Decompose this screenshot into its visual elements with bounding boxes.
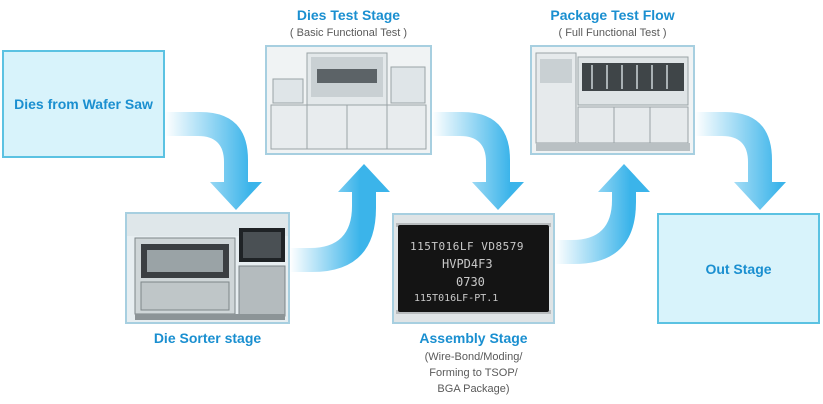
die-sorter-machine-icon	[127, 214, 288, 322]
node-assembly-sub-3: BGA Package)	[437, 383, 510, 395]
arrow-sorter-to-test	[290, 164, 390, 272]
node-assembly-sub-1: (Wire-Bond/Moding/	[424, 351, 523, 363]
node-label: Dies from Wafer Saw	[14, 96, 153, 112]
node-die-sorter-label: Die Sorter stage	[153, 330, 262, 346]
package-test-machine-icon	[532, 47, 693, 153]
node-assembly-label: Assembly Stage	[419, 330, 528, 346]
dies-test-photo	[265, 45, 432, 155]
node-label: Out Stage	[705, 260, 772, 277]
node-dies-from-wafer-saw: Dies from Wafer Saw	[2, 50, 165, 158]
node-package-test-label: Package Test Flow	[550, 7, 675, 23]
chip-marking-3: 0730	[456, 275, 485, 289]
node-dies-test-sub: ( Basic Functional Test )	[289, 27, 408, 39]
arrow-wafer-to-sorter	[165, 112, 262, 210]
arrow-package-to-out	[695, 112, 786, 210]
tsop-chip-icon	[394, 215, 553, 322]
node-package-test-sub: ( Full Functional Test )	[558, 27, 667, 39]
assembly-photo: 115T016LF VD8579 HVPD4F3 0730 115T016LF-…	[392, 213, 555, 324]
die-sorter-photo	[125, 212, 290, 324]
chip-marking-2: HVPD4F3	[442, 257, 493, 271]
test-equipment-icon	[267, 47, 430, 153]
node-out-stage: Out Stage	[657, 213, 820, 324]
chip-marking-1: 115T016LF VD8579	[410, 240, 524, 253]
package-test-photo	[530, 45, 695, 155]
arrow-assembly-to-package	[555, 164, 650, 264]
node-dies-test-label: Dies Test Stage	[296, 7, 401, 23]
node-assembly-sub-2: Forming to TSOP/	[429, 367, 518, 379]
chip-marking-4: 115T016LF-PT.1	[414, 293, 499, 304]
arrow-test-to-assembly	[432, 112, 524, 210]
